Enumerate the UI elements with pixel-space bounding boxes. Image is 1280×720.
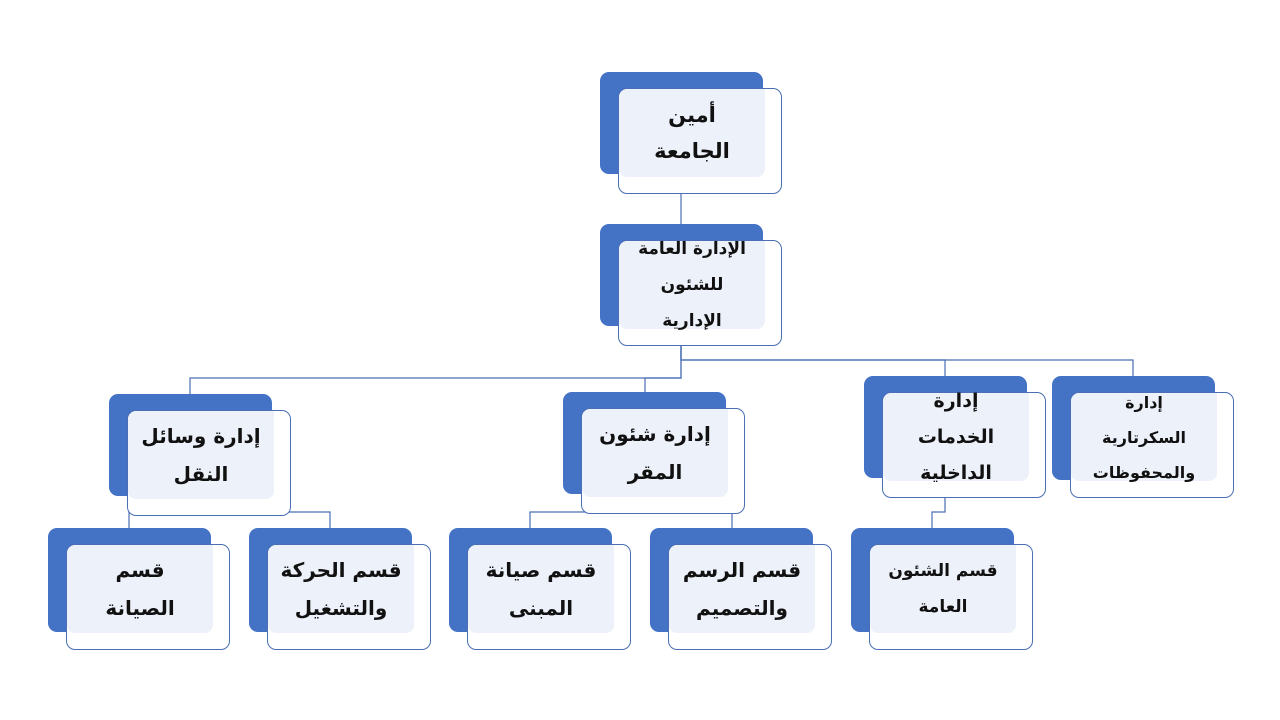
node-label-line: إدارة شئون xyxy=(599,422,711,446)
node-label-line: النقل xyxy=(173,462,229,486)
node-label-line: قسم الشئون xyxy=(888,561,998,581)
node-label-line: والمحفوظات xyxy=(1092,462,1196,482)
node-label-line: أمين xyxy=(668,103,716,127)
connector-admin-internal xyxy=(680,346,946,377)
connector-admin-hq xyxy=(644,346,682,393)
node-label-line: المقر xyxy=(627,460,683,484)
node-label-line: قسم الرسم xyxy=(682,558,802,582)
node-label-line: إدارة وسائل xyxy=(141,424,261,448)
node-label-line: والتصميم xyxy=(696,596,788,620)
node-label-line: الداخلية xyxy=(920,462,992,484)
connector-admin-secretariat xyxy=(680,346,1134,377)
node-label-line: إدارة xyxy=(933,390,979,412)
node-label-line: العامة xyxy=(918,597,968,617)
connector-admin-transport xyxy=(189,346,682,395)
node-label-line: السكرتارية xyxy=(1102,427,1186,447)
node-label-line: الإدارية xyxy=(662,311,722,331)
node-label-line: المبنى xyxy=(508,596,574,620)
node-label-line: الإدارة العامة xyxy=(638,239,746,259)
node-label-line: الخدمات xyxy=(917,426,995,448)
node-label-line: الصيانة xyxy=(105,596,175,620)
node-label-line: للشئون xyxy=(660,275,724,295)
node-label-line: الجامعة xyxy=(654,139,730,163)
node-label-line: إدارة xyxy=(1125,392,1163,412)
node-label-line: والتشغيل xyxy=(294,596,388,620)
node-label-line: قسم صيانة xyxy=(485,558,597,582)
node-label-line: قسم xyxy=(115,558,165,582)
connector-internal-general xyxy=(931,497,946,529)
node-label-line: قسم الحركة xyxy=(280,558,402,582)
